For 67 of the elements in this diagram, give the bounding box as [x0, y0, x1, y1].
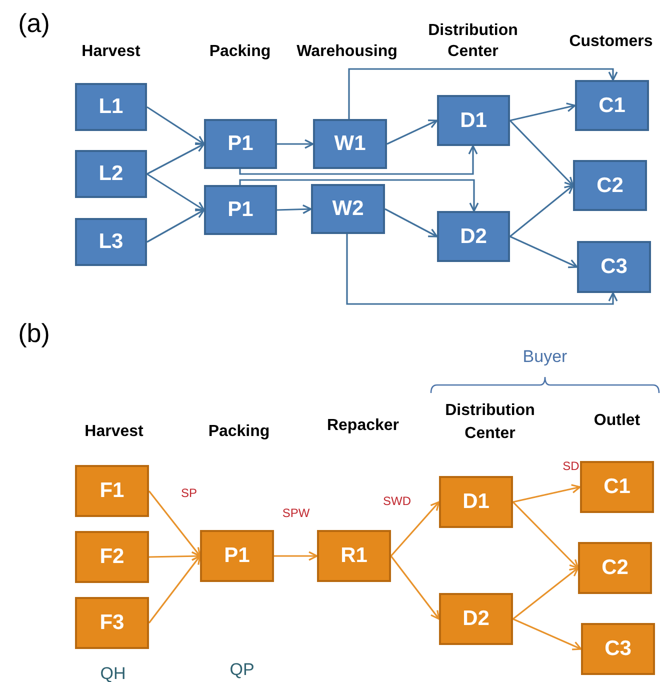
process-box: W1 [313, 119, 387, 169]
arrow [148, 490, 201, 557]
process-box: P1 [200, 530, 274, 582]
panel-label: (a) [17, 7, 51, 40]
arrow [390, 501, 440, 557]
arrow [146, 209, 205, 243]
quality-label: QP [228, 659, 256, 681]
arrow [146, 143, 205, 175]
arrow [512, 501, 579, 569]
arrow [348, 68, 618, 119]
arrow [512, 618, 582, 650]
flow-label: SD [562, 458, 580, 475]
process-box: C1 [575, 80, 649, 131]
process-box: L3 [75, 218, 147, 266]
quality-label: QH [99, 663, 127, 682]
column-heading: Outlet [592, 411, 642, 431]
process-box: P1 [204, 185, 277, 235]
process-box: C3 [581, 623, 655, 675]
flow-label: SP [180, 485, 198, 502]
arrow [510, 102, 576, 122]
column-heading: Warehousing [296, 42, 398, 62]
arrow [148, 551, 201, 561]
process-box: W2 [311, 184, 385, 234]
process-box: C2 [573, 160, 647, 211]
arrow [509, 120, 574, 186]
process-box: D1 [437, 95, 510, 146]
panel-label: (b) [17, 317, 51, 350]
group-label: Buyer [522, 346, 568, 368]
column-heading: Harvest [80, 42, 142, 62]
arrow [146, 106, 205, 145]
column-heading: Customers [568, 32, 654, 52]
process-box: D2 [437, 211, 510, 262]
arrow [277, 139, 314, 149]
process-box: F2 [75, 531, 149, 583]
arrow [274, 551, 318, 561]
flow-label: SWD [382, 493, 412, 510]
process-box: D2 [439, 593, 513, 645]
arrow [512, 567, 579, 620]
column-heading: Harvest [84, 422, 144, 442]
column-heading: Distribution Center [427, 21, 519, 62]
arrow [386, 119, 438, 145]
arrow [239, 145, 478, 175]
process-box: D1 [439, 476, 513, 528]
column-heading: Repacker [326, 416, 400, 436]
arrow [148, 555, 201, 624]
arrow [390, 556, 440, 620]
process-box: L2 [75, 150, 147, 198]
arrow [510, 236, 578, 268]
arrow [384, 208, 438, 238]
arrow [239, 179, 479, 212]
arrow [512, 484, 581, 503]
arrow [346, 234, 618, 305]
process-box: R1 [317, 530, 391, 582]
process-box: F1 [75, 465, 149, 517]
arrow [276, 204, 312, 214]
process-box: P1 [204, 119, 277, 169]
arrow [510, 184, 574, 238]
process-box: C2 [578, 542, 652, 594]
process-box: C1 [580, 461, 654, 513]
process-box: L1 [75, 83, 147, 131]
column-heading: Distribution Center [444, 401, 536, 444]
process-box: F3 [75, 597, 149, 649]
arrow [146, 173, 205, 211]
flow-label: SPW [281, 505, 311, 522]
column-heading: Packing [207, 422, 271, 442]
column-heading: Packing [208, 42, 272, 62]
process-box: C3 [577, 241, 651, 293]
